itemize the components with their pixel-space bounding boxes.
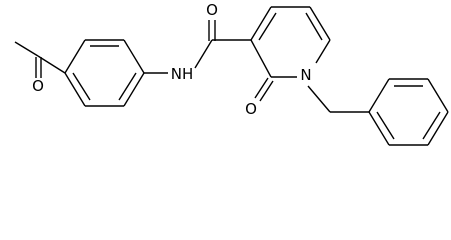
anilide-phenyl-ring [64, 39, 145, 107]
acetyl-group [14, 41, 66, 78]
benzyl-inner-bond [376, 111, 395, 140]
methyl-bond [14, 41, 39, 57]
benzyl-bond [368, 78, 390, 113]
phenyl-bond [123, 39, 145, 74]
amide-linkage [144, 20, 251, 74]
pyridone-oxygen-label: O [245, 100, 257, 118]
phenyl-bond [123, 72, 145, 107]
ring-nitrogen-label: N [300, 66, 311, 84]
structure-svg: O NH O N O [14, 1, 449, 146]
pyridone-bond [315, 39, 331, 64]
ketone-oxygen-label: O [32, 77, 44, 95]
phenyl-bond [64, 72, 86, 107]
benzyl-bond [427, 78, 449, 113]
benzyl-bond [368, 111, 390, 146]
pyridone-bond [309, 6, 331, 41]
pyridone-ring [250, 6, 331, 113]
pyridone-co-double-bond-a [254, 77, 269, 99]
pyridone-inner-bond [305, 12, 323, 41]
carbonyl-oxygen-label: O [206, 1, 218, 19]
phenyl-bond [64, 39, 86, 74]
phenyl-inner-bond [118, 72, 137, 101]
acetyl-ring-bond [37, 55, 66, 74]
pyridone-co-double-bond-b [259, 80, 274, 102]
benzyl-bond [427, 111, 449, 146]
amide-nh-label: NH [171, 65, 194, 83]
benzyl-inner-bond [422, 111, 441, 140]
phenyl-inner-bond [72, 72, 91, 101]
pyridone-inner-bond [258, 12, 277, 41]
pyridone-bond [250, 39, 272, 78]
pyridone-bond [250, 6, 272, 41]
n-methylene-bond [307, 85, 331, 113]
molecule-diagram: O NH O N O [14, 1, 449, 146]
benzyl-phenyl-ring [330, 78, 449, 146]
nh-carbonyl-bond [194, 39, 213, 69]
